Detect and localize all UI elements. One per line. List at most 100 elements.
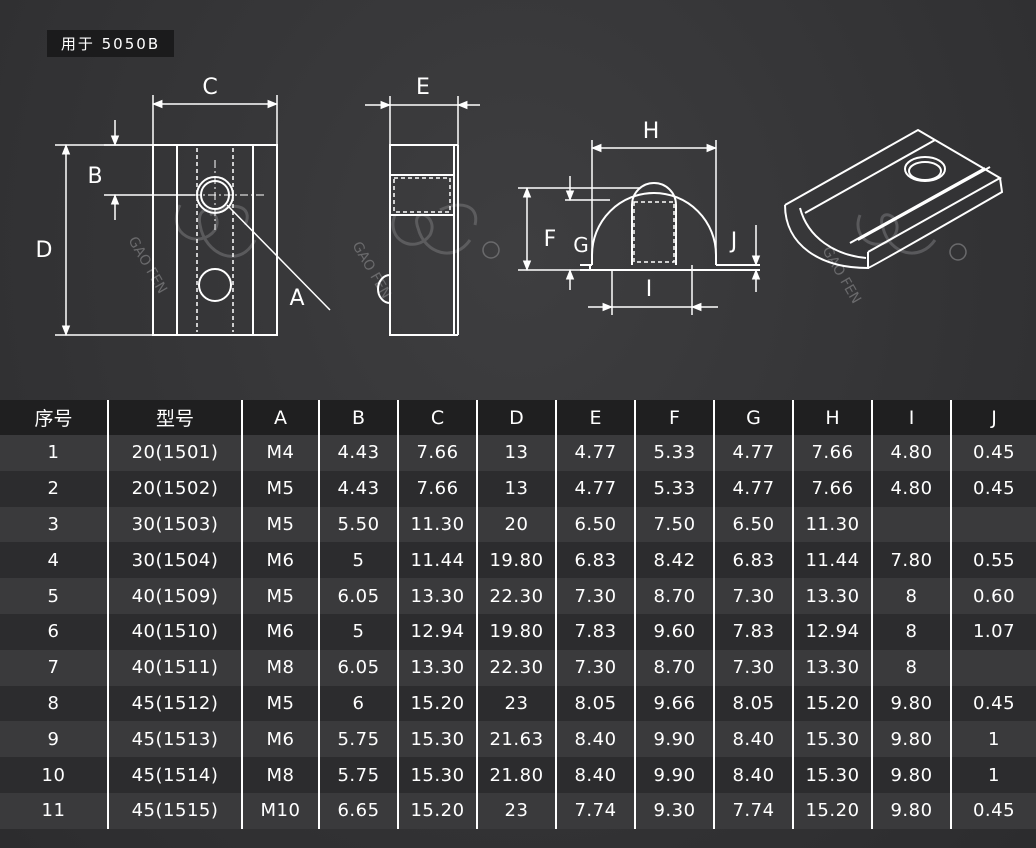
cell-b: 5.50 [318,506,398,543]
cell-i: 9.80 [871,792,951,829]
cell-e: 8.05 [555,685,635,722]
cell-b: 6.05 [318,649,398,686]
label-G: G [573,233,589,257]
side-view [377,144,459,336]
cell-i: 9.80 [871,721,951,758]
cell-j: 1.07 [950,613,1036,650]
cell-e: 6.50 [555,506,635,543]
cell-index: 6 [47,621,60,643]
cell-d: 23 [476,685,556,722]
cell-e: 7.83 [555,613,635,650]
cell-a: M6 [241,721,319,758]
cell-g: 8.40 [713,757,793,793]
cell-c: 11.44 [397,542,477,579]
cell-a: M6 [241,613,319,650]
col-header-e: E [555,400,635,435]
section-view [580,182,760,271]
cell-g: 7.74 [713,792,793,829]
cell-i: 8 [871,613,951,650]
cell-a: M5 [241,506,319,543]
cell-c: 7.66 [397,470,477,507]
col-header-b: B [318,400,398,435]
watermark-front [174,204,257,258]
technical-drawing: GAO FEN GAO FEN GAO FEN C B [36,75,1004,337]
label-C: C [202,75,217,100]
cell-c: 15.20 [397,685,477,722]
cell-f: 8.70 [634,578,714,614]
cell-index: 10 [41,764,66,786]
cell-a: M5 [241,578,319,614]
cell-a: M4 [241,435,319,471]
col-header-j: J [950,400,1036,435]
label-A: A [289,286,304,311]
cell-b: 5.75 [318,721,398,758]
cell-index: 4 [47,549,60,571]
cell-c: 7.66 [397,435,477,471]
cell-i [871,506,951,543]
cell-d: 19.80 [476,542,556,579]
cell-index: 1 [47,442,60,464]
cell-h: 15.30 [792,721,872,758]
registered-mark-icon [482,241,500,259]
cell-a: M10 [241,792,319,829]
cell-model: 20(1501) [107,435,242,471]
cell-c: 15.30 [397,757,477,793]
cell-model: 30(1504) [107,542,242,579]
cell-model: 20(1502) [107,470,242,507]
cell-index: 7 [47,657,60,679]
cell-j: 0.45 [950,792,1036,829]
cell-d: 21.63 [476,721,556,758]
label-I: I [646,277,653,302]
col-header-f: F [634,400,714,435]
cell-j: 0.55 [950,542,1036,579]
cell-f: 7.50 [634,506,714,543]
cell-e: 7.30 [555,649,635,686]
cell-h: 11.44 [792,542,872,579]
cell-b: 4.43 [318,435,398,471]
cell-j: 1 [950,721,1036,758]
label-E: E [416,75,430,100]
cell-a: M8 [241,757,319,793]
cell-b: 5 [318,613,398,650]
cell-b: 6.65 [318,792,398,829]
cell-a: M5 [241,470,319,507]
cell-h: 7.66 [792,470,872,507]
col-header-i: I [871,400,951,435]
cell-e: 6.83 [555,542,635,579]
cell-d: 22.30 [476,578,556,614]
cell-h: 13.30 [792,578,872,614]
cell-f: 5.33 [634,470,714,507]
cell-e: 7.30 [555,578,635,614]
col-header-h: H [792,400,872,435]
cell-model: 40(1509) [107,578,242,614]
watermark-side-text: GAO FEN [349,239,394,302]
cell-model: 40(1510) [107,613,242,650]
cell-h: 7.66 [792,435,872,471]
cell-b: 4.43 [318,470,398,507]
cell-d: 23 [476,792,556,829]
cell-g: 7.30 [713,578,793,614]
dim-G [565,176,610,290]
cell-h: 15.20 [792,792,872,829]
col-header-c: C [397,400,477,435]
dim-B [104,120,195,220]
cell-index: 3 [47,513,60,535]
cell-e: 7.74 [555,792,635,829]
dim-I [588,265,718,315]
label-D: D [36,238,53,263]
registered-mark-icon-2 [949,243,967,261]
cell-i: 9.80 [871,757,951,793]
dim-H [590,140,718,255]
label-F: F [544,227,557,252]
cell-c: 13.30 [397,649,477,686]
cell-i: 7.80 [871,542,951,579]
cell-f: 9.66 [634,685,714,722]
cell-index: 2 [47,478,60,500]
isometric-view [784,128,1004,270]
